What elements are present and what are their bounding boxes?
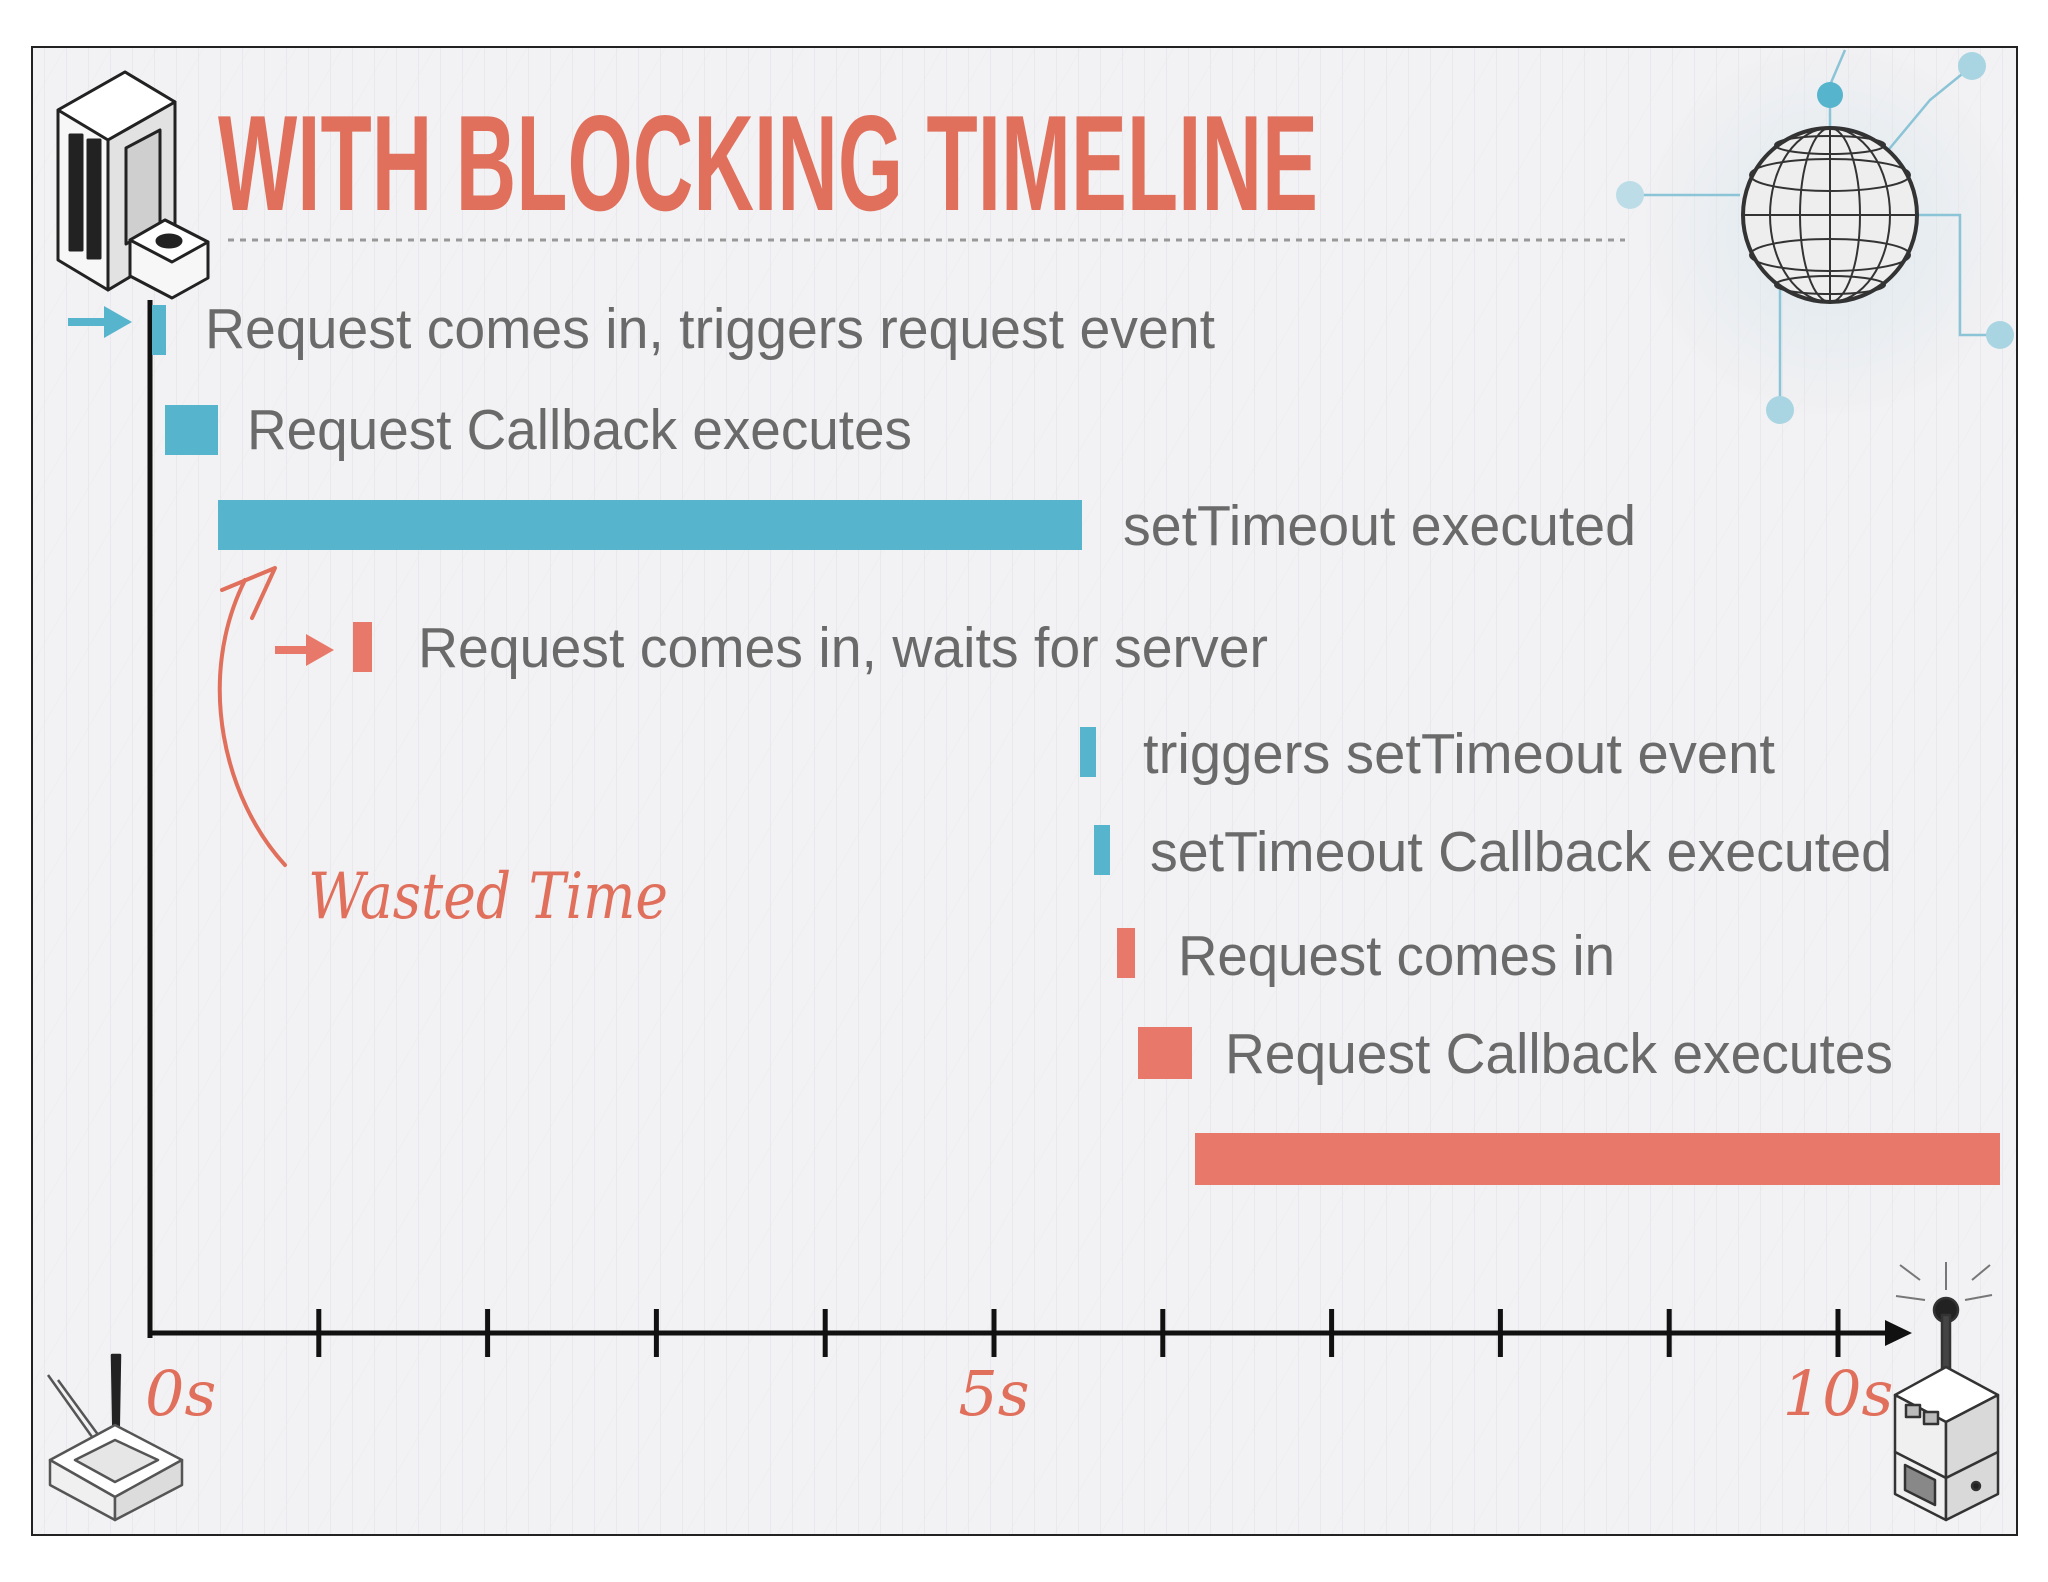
server-tower-icon [56,70,210,300]
lever-machine-icon [1893,1262,2000,1522]
event-label-5: triggers setTimeout event [1143,722,1775,786]
axis-ticks [316,1309,1841,1357]
event-bar-7 [1117,928,1135,978]
page-title: WITH BLOCKING TIMELINE [218,87,1318,239]
time-axis-arrow-icon [1885,1320,1912,1346]
event-bar-6 [1094,825,1110,875]
globe-network-icon [1616,40,2020,424]
axis-tick-label: 0s [145,1357,216,1430]
antenna-box-icon [46,1353,184,1522]
event-bar-9 [1195,1133,2000,1185]
event-bar-3 [218,500,1082,550]
incoming-arrow-icon [275,634,334,666]
event-label-7: Request comes in [1178,924,1615,988]
event-bar-5 [1080,727,1096,777]
event-label-2: Request Callback executes [247,398,912,462]
event-label-3: setTimeout executed [1123,494,1636,558]
event-bar-2 [165,405,218,455]
incoming-arrow-icon [68,306,132,338]
wasted-time-annotation: Wasted Time [308,860,668,934]
axis-tick-label: 5s [958,1357,1029,1430]
event-label-6: setTimeout Callback executed [1150,820,1892,884]
event-label-4: Request comes in, waits for server [418,616,1268,680]
wasted-time-arrow-icon [217,578,287,867]
event-label-1: Request comes in, triggers request event [205,297,1215,361]
wasted-time-arrowhead-icon [220,566,277,620]
axis-tick-labels: 0s 5s 10s [145,1357,1893,1430]
axis-tick-label: 10s [1783,1357,1894,1430]
event-bar-4 [353,622,372,672]
event-label-8: Request Callback executes [1225,1022,1893,1086]
event-bar-1 [152,305,166,355]
event-bar-8 [1138,1027,1192,1079]
